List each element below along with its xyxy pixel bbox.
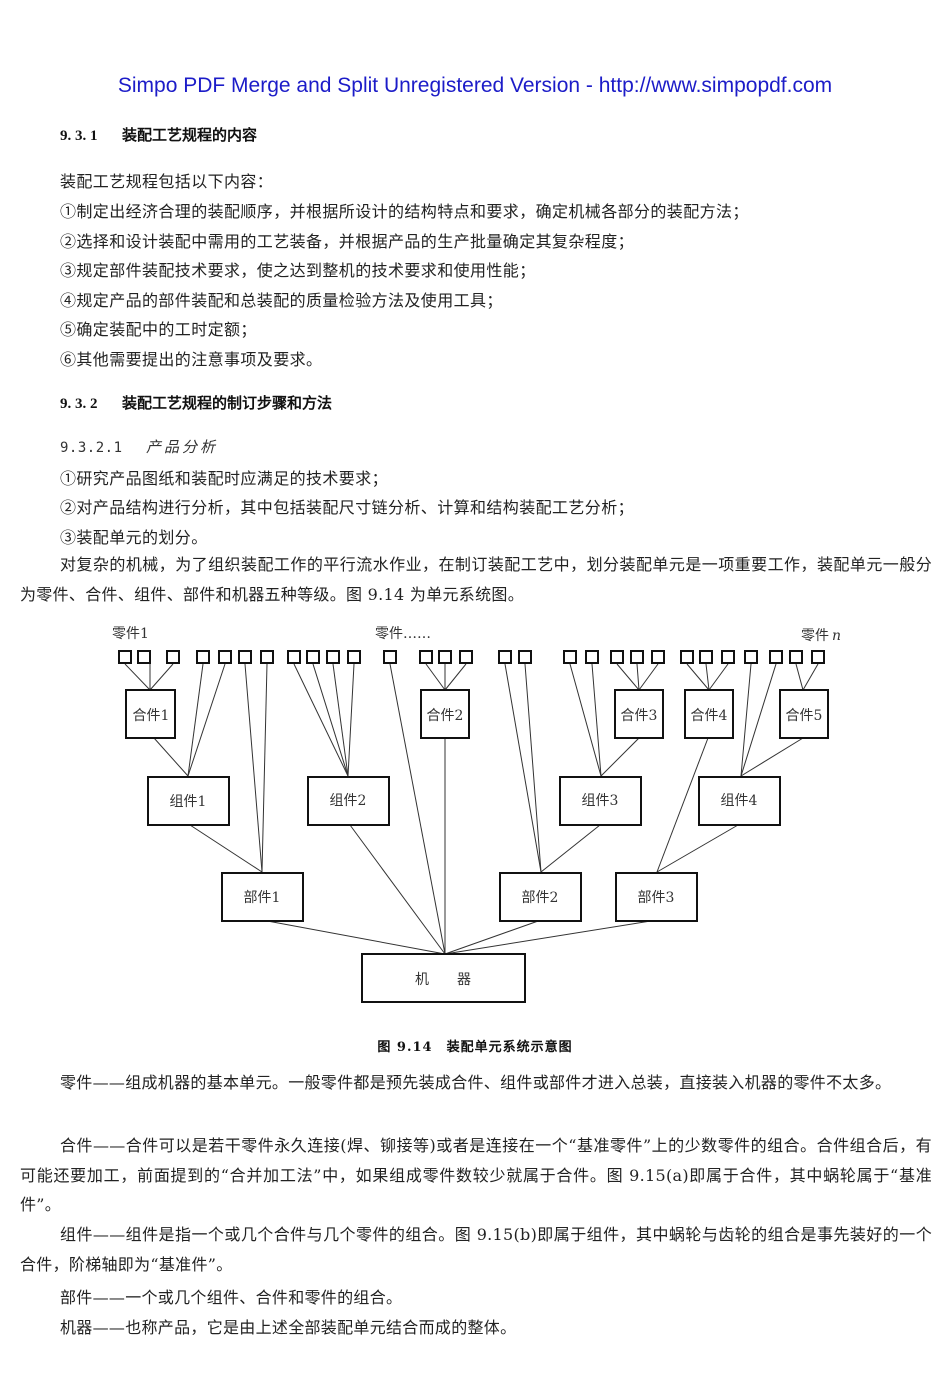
machine-label: 机 器 xyxy=(415,972,471,988)
list-item: ③规定部件装配技术要求，使之达到整机的技术要求和使用性能； xyxy=(60,261,536,280)
heji-3-box xyxy=(614,689,664,739)
subsection-number: 9.3.2.1 xyxy=(60,440,123,456)
part-boxes xyxy=(118,650,825,664)
heji-1-box xyxy=(125,689,176,739)
bujian-1-box xyxy=(221,872,304,922)
machine-box xyxy=(361,953,526,1003)
zujian-4-box xyxy=(698,776,781,826)
heji-2-label: 合件2 xyxy=(427,708,464,724)
label-part-mid: 零件…… xyxy=(375,626,431,642)
heji-2-box xyxy=(420,689,470,739)
zujian-3-box xyxy=(559,776,642,826)
connector-lines xyxy=(124,663,819,955)
section-number: 9. 3. 2 xyxy=(60,396,98,412)
bujian-2-label: 部件2 xyxy=(522,890,559,906)
bujian-2-box xyxy=(499,872,582,922)
watermark-banner: Simpo PDF Merge and Split Unregistered V… xyxy=(117,74,833,97)
section-title: 装配工艺规程的制订步骤和方法 xyxy=(122,394,333,412)
list-item: ④规定产品的部件装配和总装配的质量检验方法及使用工具； xyxy=(60,291,503,310)
zujian-1-label: 组件1 xyxy=(170,794,207,810)
label-part-first: 零件1 xyxy=(112,626,149,642)
bujian-1-label: 部件1 xyxy=(244,890,281,906)
zujian-3-label: 组件3 xyxy=(582,793,619,809)
heji-5-box xyxy=(779,689,829,739)
zujian-2-box xyxy=(307,776,390,826)
subsection-title: 产品分析 xyxy=(146,438,219,456)
section-intro: 装配工艺规程包括以下内容： xyxy=(60,172,274,191)
list-item: ②对产品结构进行分析，其中包括装配尺寸链分析、计算和结构装配工艺分析； xyxy=(60,498,635,517)
zujian-4-label: 组件4 xyxy=(721,793,758,809)
section-heading-9-3-1: 9. 3. 1 装配工艺规程的内容 xyxy=(60,124,257,145)
list-item: ⑥其他需要提出的注意事项及要求。 xyxy=(60,350,323,369)
paragraph-assembly-units: 对复杂的机械，为了组织装配工作的平行流水作业，在制订装配工艺中，划分装配单元是一… xyxy=(20,555,932,604)
subsection-heading-9-3-2-1: 9.3.2.1 产品分析 xyxy=(60,436,218,457)
definition-hejian: 合件——合件可以是若干零件永久连接(焊、铆接等)或者是连接在一个“基准零件”上的… xyxy=(20,1136,932,1214)
list-item: ①研究产品图纸和装配时应满足的技术要求； xyxy=(60,469,389,488)
bujian-3-label: 部件3 xyxy=(638,890,675,906)
heji-1-label: 合件1 xyxy=(133,708,170,724)
section-title: 装配工艺规程的内容 xyxy=(122,126,258,144)
definition-bujian: 部件——一个或几个组件、合件和零件的组合。 xyxy=(60,1288,403,1307)
definition-lingjian: 零件——组成机器的基本单元。一般零件都是预先装成合件、组件或部件才进入总装，直接… xyxy=(60,1073,892,1092)
list-item: ③装配单元的划分。 xyxy=(60,528,208,547)
definition-zujian: 组件——组件是指一个或几个合件与几个零件的组合。图 9.15(b)即属于组件，其… xyxy=(20,1225,932,1274)
zujian-1-box xyxy=(147,776,230,826)
heji-3-label: 合件3 xyxy=(621,708,658,724)
bujian-3-box xyxy=(615,872,698,922)
heji-5-label: 合件5 xyxy=(786,708,823,724)
heji-4-label: 合件4 xyxy=(691,708,728,724)
figure-caption: 图 9.14 装配单元系统示意图 xyxy=(377,1040,573,1055)
heji-4-box xyxy=(684,689,734,739)
definition-jiqi: 机器——也称产品，它是由上述全部装配单元结合而成的整体。 xyxy=(60,1318,517,1337)
list-item: ⑤确定装配中的工时定额； xyxy=(60,320,257,339)
list-item: ①制定出经济合理的装配顺序，并根据所设计的结构特点和要求，确定机械各部分的装配方… xyxy=(60,202,749,221)
list-item: ②选择和设计装配中需用的工艺装备，并根据产品的生产批量确定其复杂程度； xyxy=(60,232,635,251)
section-number: 9. 3. 1 xyxy=(60,128,98,144)
section-heading-9-3-2: 9. 3. 2 装配工艺规程的制订步骤和方法 xyxy=(60,392,332,413)
zujian-2-label: 组件2 xyxy=(330,793,367,809)
